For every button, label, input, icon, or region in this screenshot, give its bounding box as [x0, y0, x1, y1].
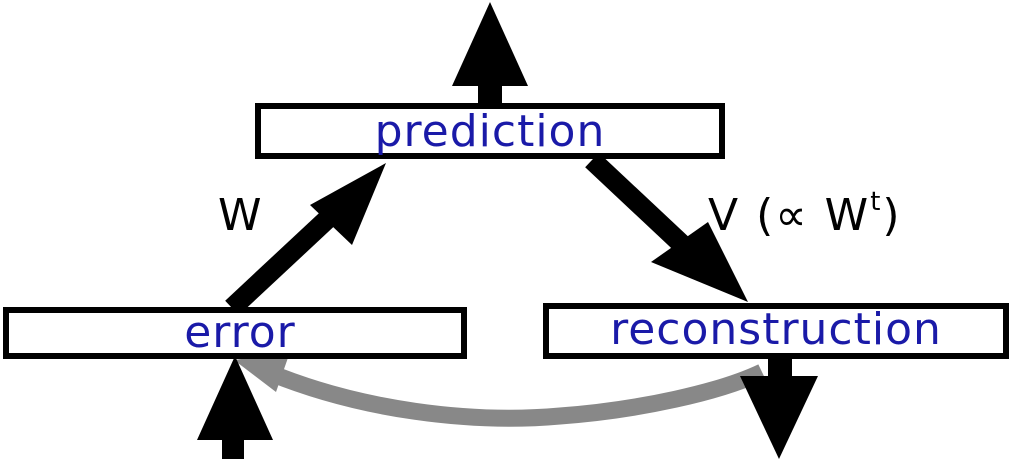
reconstruction-box [543, 303, 1009, 359]
reconstruction-label: reconstruction [610, 304, 942, 355]
v-edge-label-close: ) [882, 190, 901, 241]
prediction-box [255, 103, 725, 159]
error-label: error [184, 307, 296, 358]
w-arrow-head [310, 163, 386, 245]
prediction-label: prediction [375, 106, 606, 157]
error-node: error [3, 307, 467, 359]
output-up-arrow-head [452, 2, 528, 86]
v-edge-label: V (∝ Wt) [708, 187, 902, 241]
v-edge-label-superscript: t [870, 187, 882, 217]
w-edge-label: W [218, 190, 264, 241]
error-box [3, 307, 467, 359]
reconstruction-node: reconstruction [543, 303, 1009, 359]
prediction-node: prediction [255, 103, 725, 159]
feedback-arrow-shaft [264, 364, 766, 427]
input-up-arrow-head [197, 356, 273, 440]
v-arrow-head [651, 222, 748, 302]
feedback-arrow-head [234, 352, 290, 392]
v-edge-label-main: V (∝ W [708, 190, 870, 241]
output-down-arrow-head [740, 376, 818, 459]
